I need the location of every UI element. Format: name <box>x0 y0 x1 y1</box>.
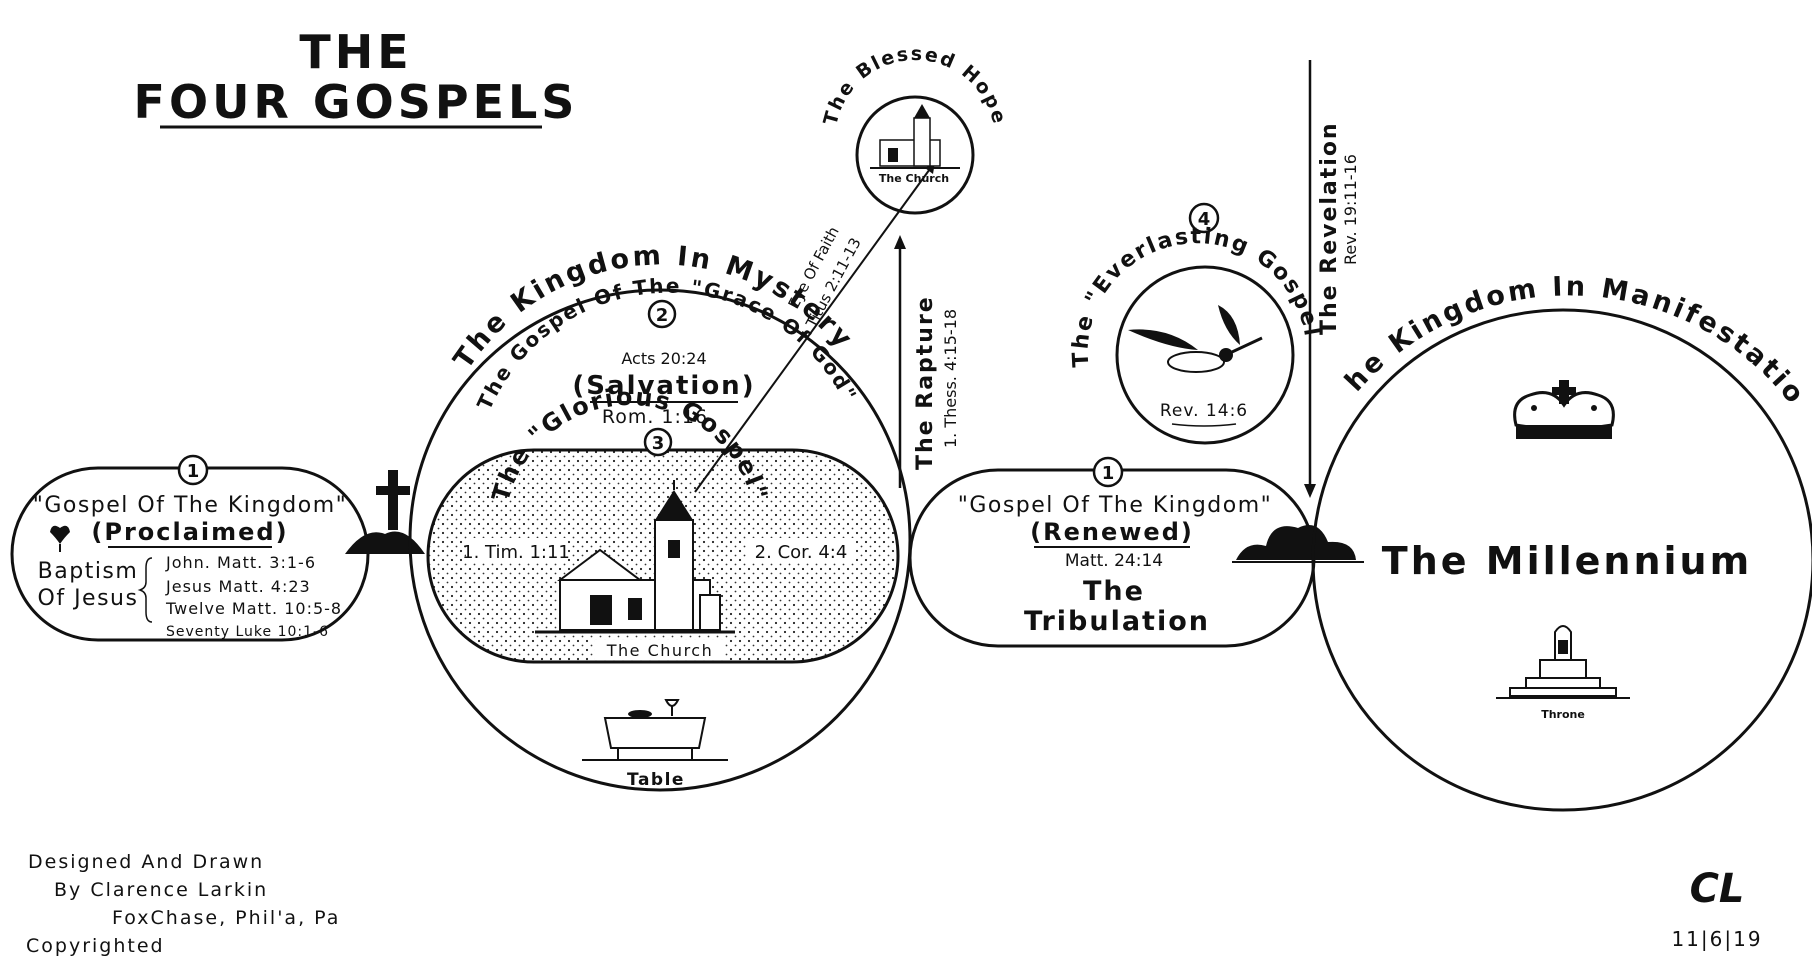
gospel-number: 1 <box>187 461 200 482</box>
cor-ref: 2. Cor. 4:4 <box>755 542 848 563</box>
ref-twelve: Twelve Matt. 10:5-8 <box>165 599 342 618</box>
gospel-number-4: 4 <box>1198 209 1211 230</box>
rapture-label: The Rapture <box>913 295 938 470</box>
table-label: Table <box>627 770 685 790</box>
church-label-bg <box>595 640 725 660</box>
ref-jesus: Jesus Matt. 4:23 <box>165 577 311 596</box>
title-line-2: FOUR GOSPELS <box>134 75 579 129</box>
number-circle-3 <box>643 427 673 457</box>
credits-line-1: Designed And Drawn <box>28 851 264 873</box>
ref-underline <box>1171 423 1237 427</box>
renewed-ref: Matt. 24:14 <box>1065 551 1163 571</box>
tribulation-line-2: Tribulation <box>1024 606 1210 637</box>
cross-icon <box>345 470 425 554</box>
ref-seventy: Seventy Luke 10:1-6 <box>166 624 329 640</box>
monogram: CL <box>1690 866 1745 912</box>
church-icon <box>535 480 735 634</box>
title-line-1: THE <box>299 25 412 79</box>
acts-ref: Acts 20:24 <box>621 349 706 368</box>
church-small-icon <box>870 104 960 169</box>
ref-john: John. Matt. 3:1-6 <box>165 553 316 572</box>
manifestation-circle <box>1311 308 1812 812</box>
blessed-hope: The Blessed Hope The Church <box>819 43 1010 215</box>
gospel-number-3: 3 <box>652 433 665 454</box>
blessed-hope-church-label: The Church <box>879 172 949 185</box>
revelation-arrow: The Revelation Rev. 19:11-16 <box>1304 60 1360 498</box>
angel-icon <box>1128 305 1263 373</box>
signature-date: 11|6|19 <box>1671 927 1762 951</box>
number-circle-1b <box>1092 456 1124 488</box>
throne-icon <box>1496 625 1630 699</box>
gospel-status: (Proclaimed) <box>91 518 288 546</box>
crown-icon <box>1513 380 1615 439</box>
baptism-line-1: Baptism <box>38 559 139 584</box>
credits-line-4: Copyrighted <box>26 935 165 957</box>
blessed-hope-arc-title: The Blessed Hope <box>819 43 1010 128</box>
number-circle-4 <box>1188 202 1220 234</box>
mystery-circle <box>408 288 912 792</box>
renewed-number: 1 <box>1102 463 1115 484</box>
renewed-name: "Gospel Of The Kingdom" <box>958 493 1273 518</box>
throne-label: Throne <box>1541 708 1585 721</box>
blessed-hope-circle <box>855 95 975 215</box>
baptism-line-2: Of Jesus <box>38 586 139 611</box>
millennium-label: The Millennium <box>1382 539 1752 583</box>
title-block: THE FOUR GOSPELS <box>134 25 579 129</box>
credits-line-3: FoxChase, Phil'a, Pa <box>112 907 340 929</box>
everlasting-ref: Rev. 14:6 <box>1160 401 1248 421</box>
brace <box>137 557 153 623</box>
salvation-label: (Salvation) <box>572 371 755 401</box>
cloud-icon <box>1232 525 1364 563</box>
rapture-arrow: The Rapture 1. Thess. 4:15-18 <box>894 235 960 488</box>
revelation-ref: Rev. 19:11-16 <box>1341 154 1360 265</box>
church-label: The Church <box>606 641 713 660</box>
rom-ref: Rom. 1:16 <box>602 406 708 428</box>
dove-icon <box>50 525 70 552</box>
number-circle <box>177 454 209 486</box>
table-icon <box>582 699 728 761</box>
signature: CL 11|6|19 <box>1671 866 1762 951</box>
revelation-label: The Revelation <box>1317 121 1342 335</box>
tim-ref: 1. Tim. 1:11 <box>462 542 570 563</box>
tribulation-line-1: The <box>1083 576 1145 607</box>
cor-ref-bg <box>746 538 856 562</box>
everlasting-circle <box>1115 265 1295 445</box>
rapture-ref: 1. Thess. 4:15-18 <box>941 309 960 448</box>
gospel-name: "Gospel Of The Kingdom" <box>33 493 348 518</box>
gospel-number-2: 2 <box>656 305 669 326</box>
kingdom-in-mystery: The Kingdom In Mystery 2 The Gospel Of T… <box>408 240 912 792</box>
tim-ref-bg <box>466 538 566 562</box>
gospel-kingdom-proclaimed: 1 "Gospel Of The Kingdom" (Proclaimed) B… <box>10 454 370 642</box>
renewed-status: (Renewed) <box>1030 518 1194 546</box>
number-circle-2 <box>647 299 677 329</box>
credits-line-2: By Clarence Larkin <box>54 879 268 901</box>
credits: Designed And Drawn By Clarence Larkin Fo… <box>26 851 340 957</box>
